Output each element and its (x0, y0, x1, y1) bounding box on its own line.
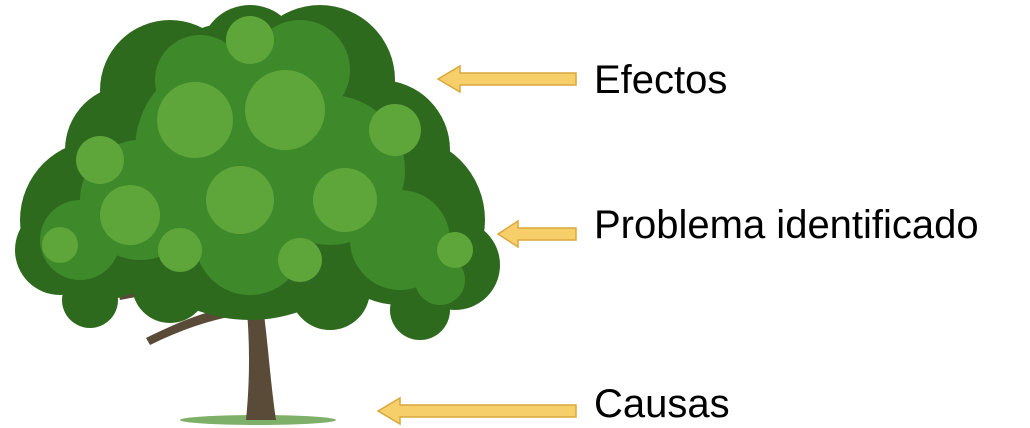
tree-foliage (15, 5, 500, 340)
causes-label: Causas (594, 382, 730, 426)
tree-illustration (15, 5, 500, 425)
effects-label: Efectos (594, 58, 728, 102)
effects-arrow (436, 64, 577, 94)
causes-arrow (376, 396, 577, 426)
problem-label: Problema identificado (594, 203, 979, 247)
problem-arrow (496, 219, 577, 249)
